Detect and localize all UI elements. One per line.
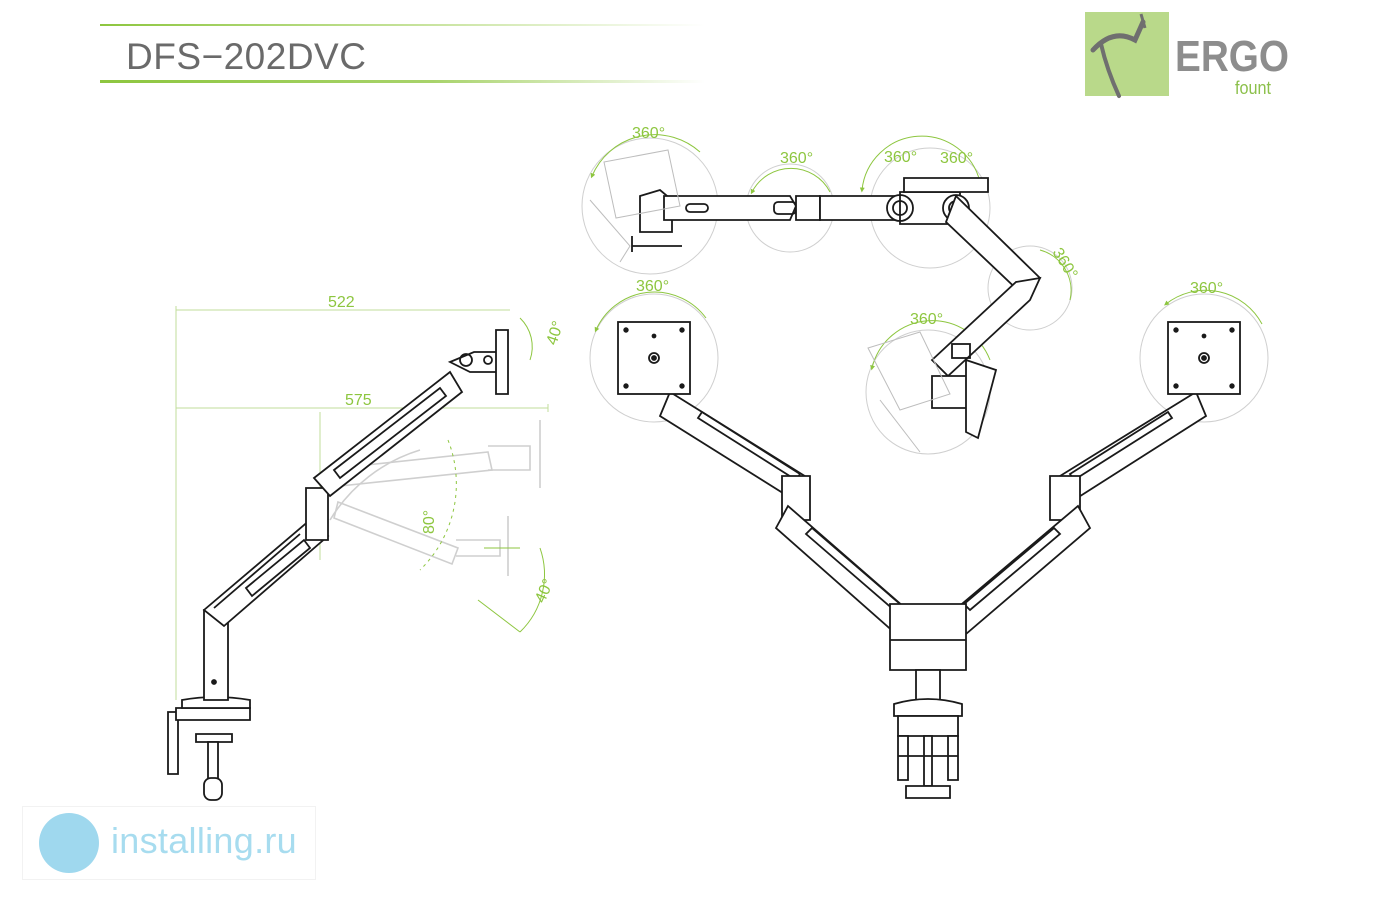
side-view: 522 575 40° 80° 40° [167,294,568,801]
dim-575-label: 575 [345,392,372,409]
model-title: DFS−202DVC [126,36,367,77]
rot-joint-1-label: 360° [780,150,813,167]
tilt-top-label: 40° [544,319,568,347]
vesa-plate-left [617,321,691,395]
side-arm-outline [167,329,509,801]
ergofount-logo: ERGO fount [1083,10,1293,110]
rot-plate-2-label: 360° [910,311,943,328]
rot-left-label: 360° [636,278,669,295]
rot-right-label: 360° [1190,280,1223,297]
title-top-rule [100,24,705,26]
side-arc-guides [419,317,545,633]
logo-box [1085,12,1169,96]
title-bottom-rule [100,80,705,83]
top-view: 360° 360° 360° 360° 360° 360° [581,125,1081,455]
rot-joint-3-label: 360° [940,150,973,167]
front-view: 360° 360° [589,278,1269,799]
watermark-text: installing.ru [111,820,297,861]
top-arm-outline [631,177,1042,440]
installing-logo-icon [39,813,99,873]
tilt-bottom-label: 40° [532,577,557,606]
front-rotation-circles [589,293,1269,423]
ghost-heads [589,149,951,453]
logo-main-text: ERGO [1175,32,1290,81]
ergo-arc-icon [1090,13,1147,98]
dim-522-label: 522 [328,294,355,311]
front-arm-outline [658,390,1208,799]
lift-angle-label: 80° [421,510,438,534]
watermark: installing.ru [22,806,316,880]
front-rotation-arcs [594,289,1263,333]
rot-plate-label: 360° [632,125,665,142]
rotation-circles [581,137,1073,455]
rot-joint-4-label: 360° [1049,245,1081,282]
vesa-plate-right [1167,321,1241,395]
logo-sub-text: fount [1235,78,1272,98]
rot-joint-2-label: 360° [884,149,917,166]
